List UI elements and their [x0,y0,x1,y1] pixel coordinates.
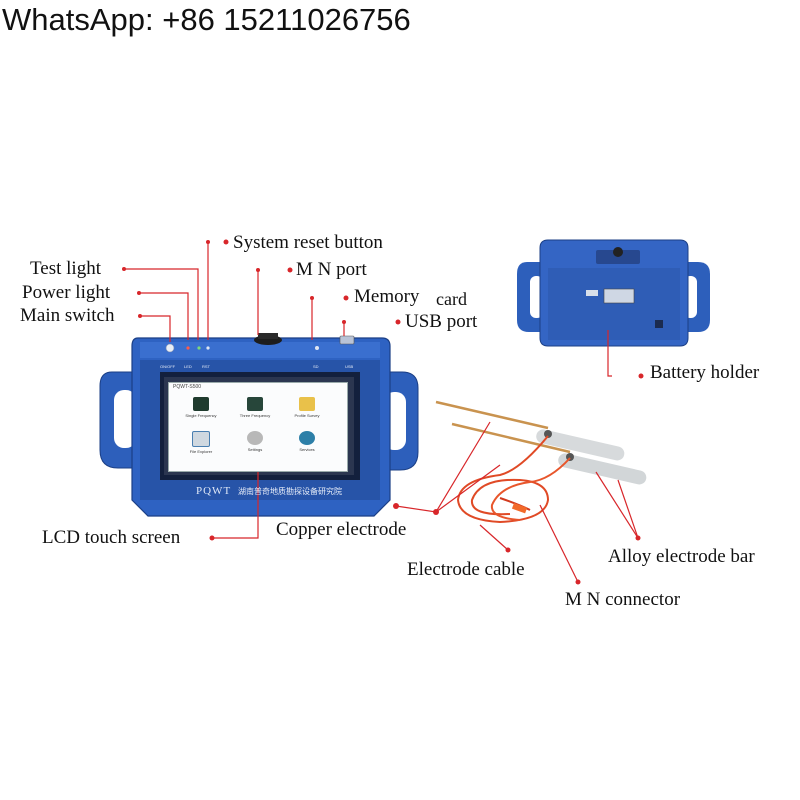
label-test-light: Test light [30,258,101,279]
single-frequency-icon [193,397,209,411]
menu-single-frequency[interactable]: Single Frequency [181,397,221,418]
menu-profile-survey[interactable]: Profile Survey [287,397,327,418]
label-memory: Memory [354,286,420,307]
menu-services[interactable]: Services [287,431,327,452]
panel-label-onoff: ON/OFF [160,364,176,369]
device-brand-logo: PQWT [196,485,232,497]
label-copper-electrode: Copper electrode [276,519,407,540]
phone-icon [299,431,315,445]
label-mn-port: M N port [296,259,367,280]
battery-holder-device [517,239,710,347]
file-explorer-icon [192,431,210,447]
label-lcd-touch-screen: LCD touch screen [42,527,181,548]
three-frequency-icon [247,397,263,411]
label-power-light: Power light [22,282,111,303]
label-memory-card: card [436,289,467,309]
screen-title: PQWT-S500 [173,384,202,390]
label-main-switch: Main switch [20,305,115,326]
panel-label-usb: USB [345,364,354,369]
label-usb-port: USB port [405,311,478,332]
electrodes [435,400,647,524]
panel-label-rst: RST [202,364,210,369]
device-brand-cn: 湖南普奇地质勘探设备研究院 [238,487,342,496]
panel-label-sd: SD [313,364,319,369]
panel-label-led: LED [184,364,192,369]
profile-survey-icon [299,397,315,411]
label-system-reset: System reset button [233,232,383,253]
gear-icon [247,431,263,445]
label-alloy-electrode-bar: Alloy electrode bar [608,546,755,567]
whatsapp-contact: WhatsApp: +86 15211026756 [2,2,411,37]
label-mn-connector: M N connector [565,589,681,610]
pointer-dots [122,239,644,585]
menu-settings[interactable]: Settings [235,431,275,452]
lcd-screen: PQWT-S500 Single Frequency Three Frequen… [168,382,348,472]
menu-file-explorer[interactable]: File Explorer [181,431,221,454]
label-battery-holder: Battery holder [650,362,760,383]
label-electrode-cable: Electrode cable [407,559,525,580]
menu-three-frequency[interactable]: Three Frequency [235,397,275,418]
